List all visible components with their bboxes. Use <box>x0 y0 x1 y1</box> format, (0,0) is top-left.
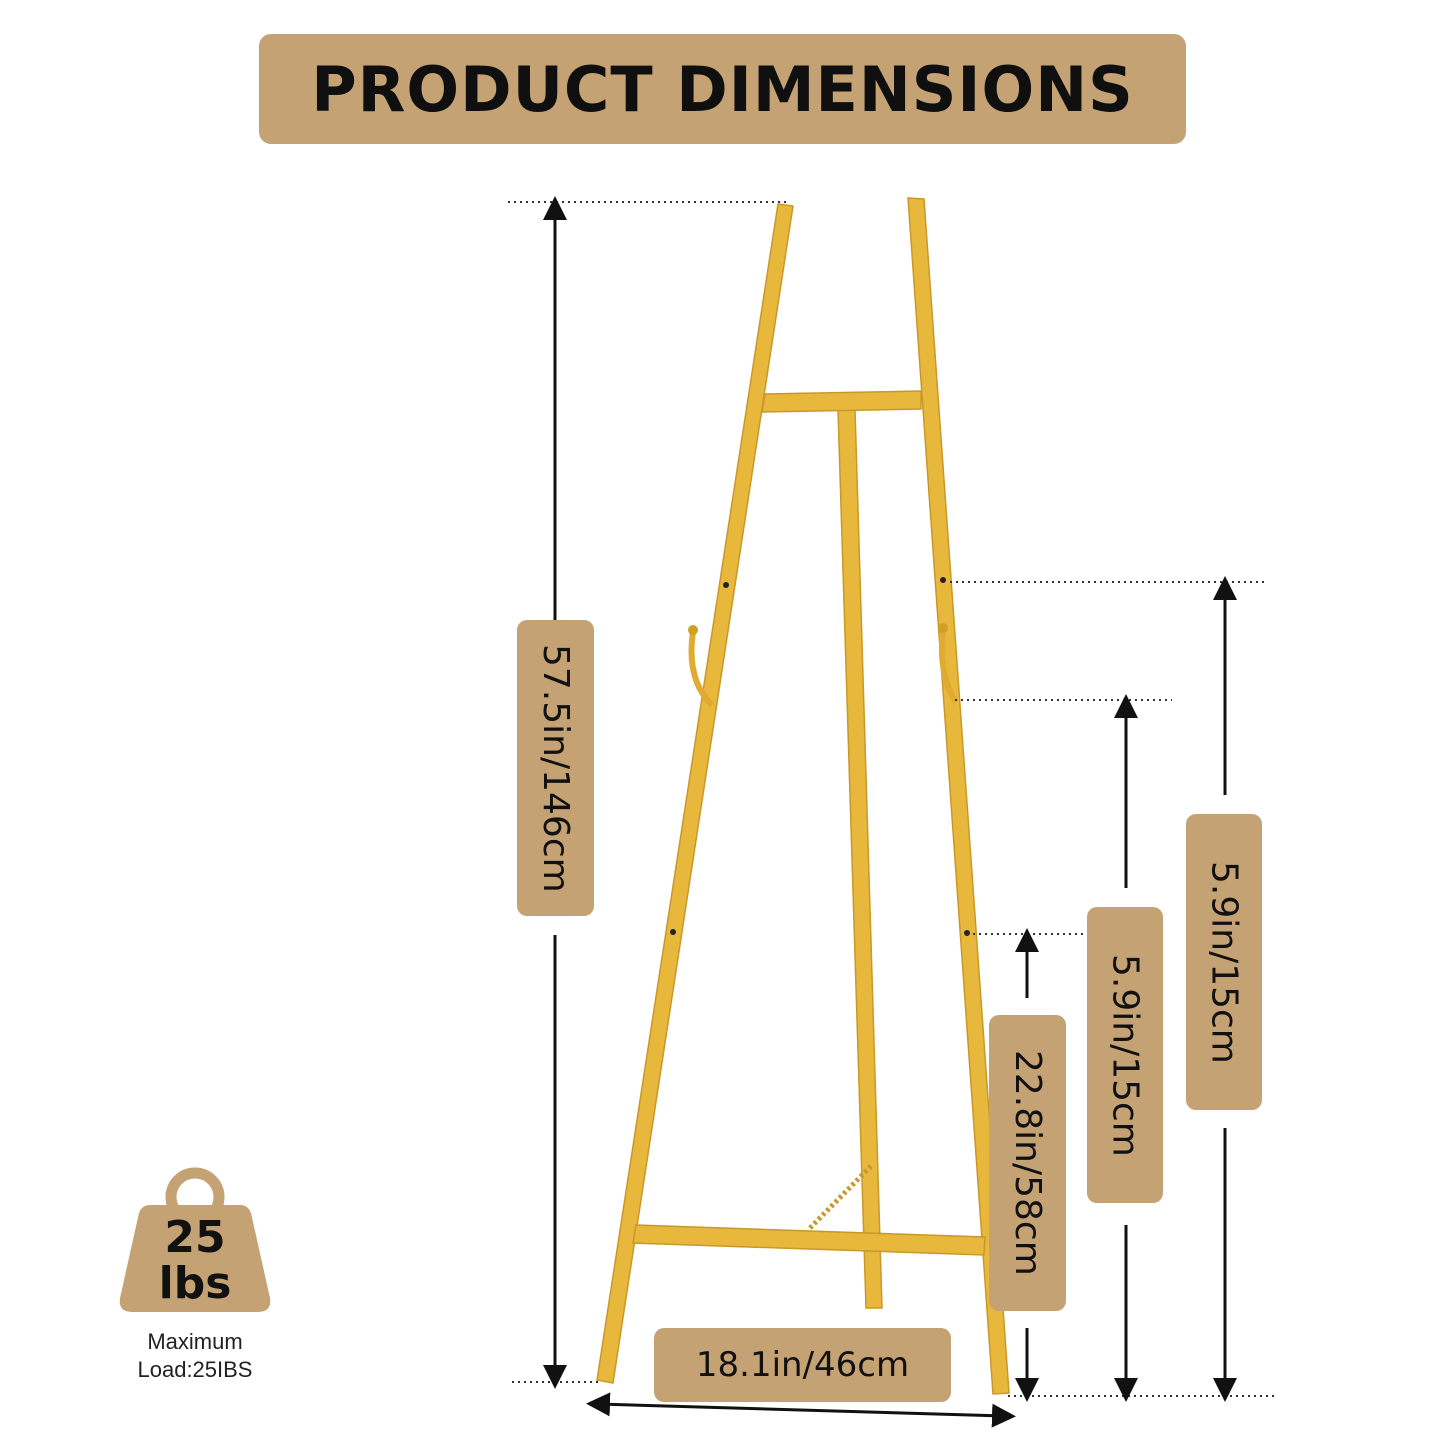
title-banner: PRODUCT DIMENSIONS <box>259 34 1186 144</box>
right-hook <box>938 623 959 704</box>
hook-spacing-label-1: 5.9in/15cm <box>1087 907 1163 1203</box>
total-height-label: 57.5in/146cm <box>517 620 594 916</box>
hook-spacing-label-2: 5.9in/15cm <box>1186 814 1262 1110</box>
weight-value: 25 <box>164 1212 226 1263</box>
weight-icon <box>119 1167 271 1312</box>
left-hook <box>688 625 715 708</box>
dimension-arrows <box>543 196 1237 1428</box>
top-crossbar <box>761 390 922 413</box>
support-chain <box>808 1163 874 1230</box>
weight-unit: lbs <box>158 1258 232 1309</box>
bottom-shelf <box>632 1224 986 1256</box>
easel-left-leg <box>596 203 794 1384</box>
page-title: PRODUCT DIMENSIONS <box>311 52 1134 126</box>
hook-to-bottom-label: 22.8in/58cm <box>989 1015 1066 1311</box>
width-label: 18.1in/46cm <box>654 1328 951 1402</box>
easel-rear-leg <box>837 409 883 1309</box>
max-load-caption: Maximum Load:25IBS <box>137 1329 253 1382</box>
